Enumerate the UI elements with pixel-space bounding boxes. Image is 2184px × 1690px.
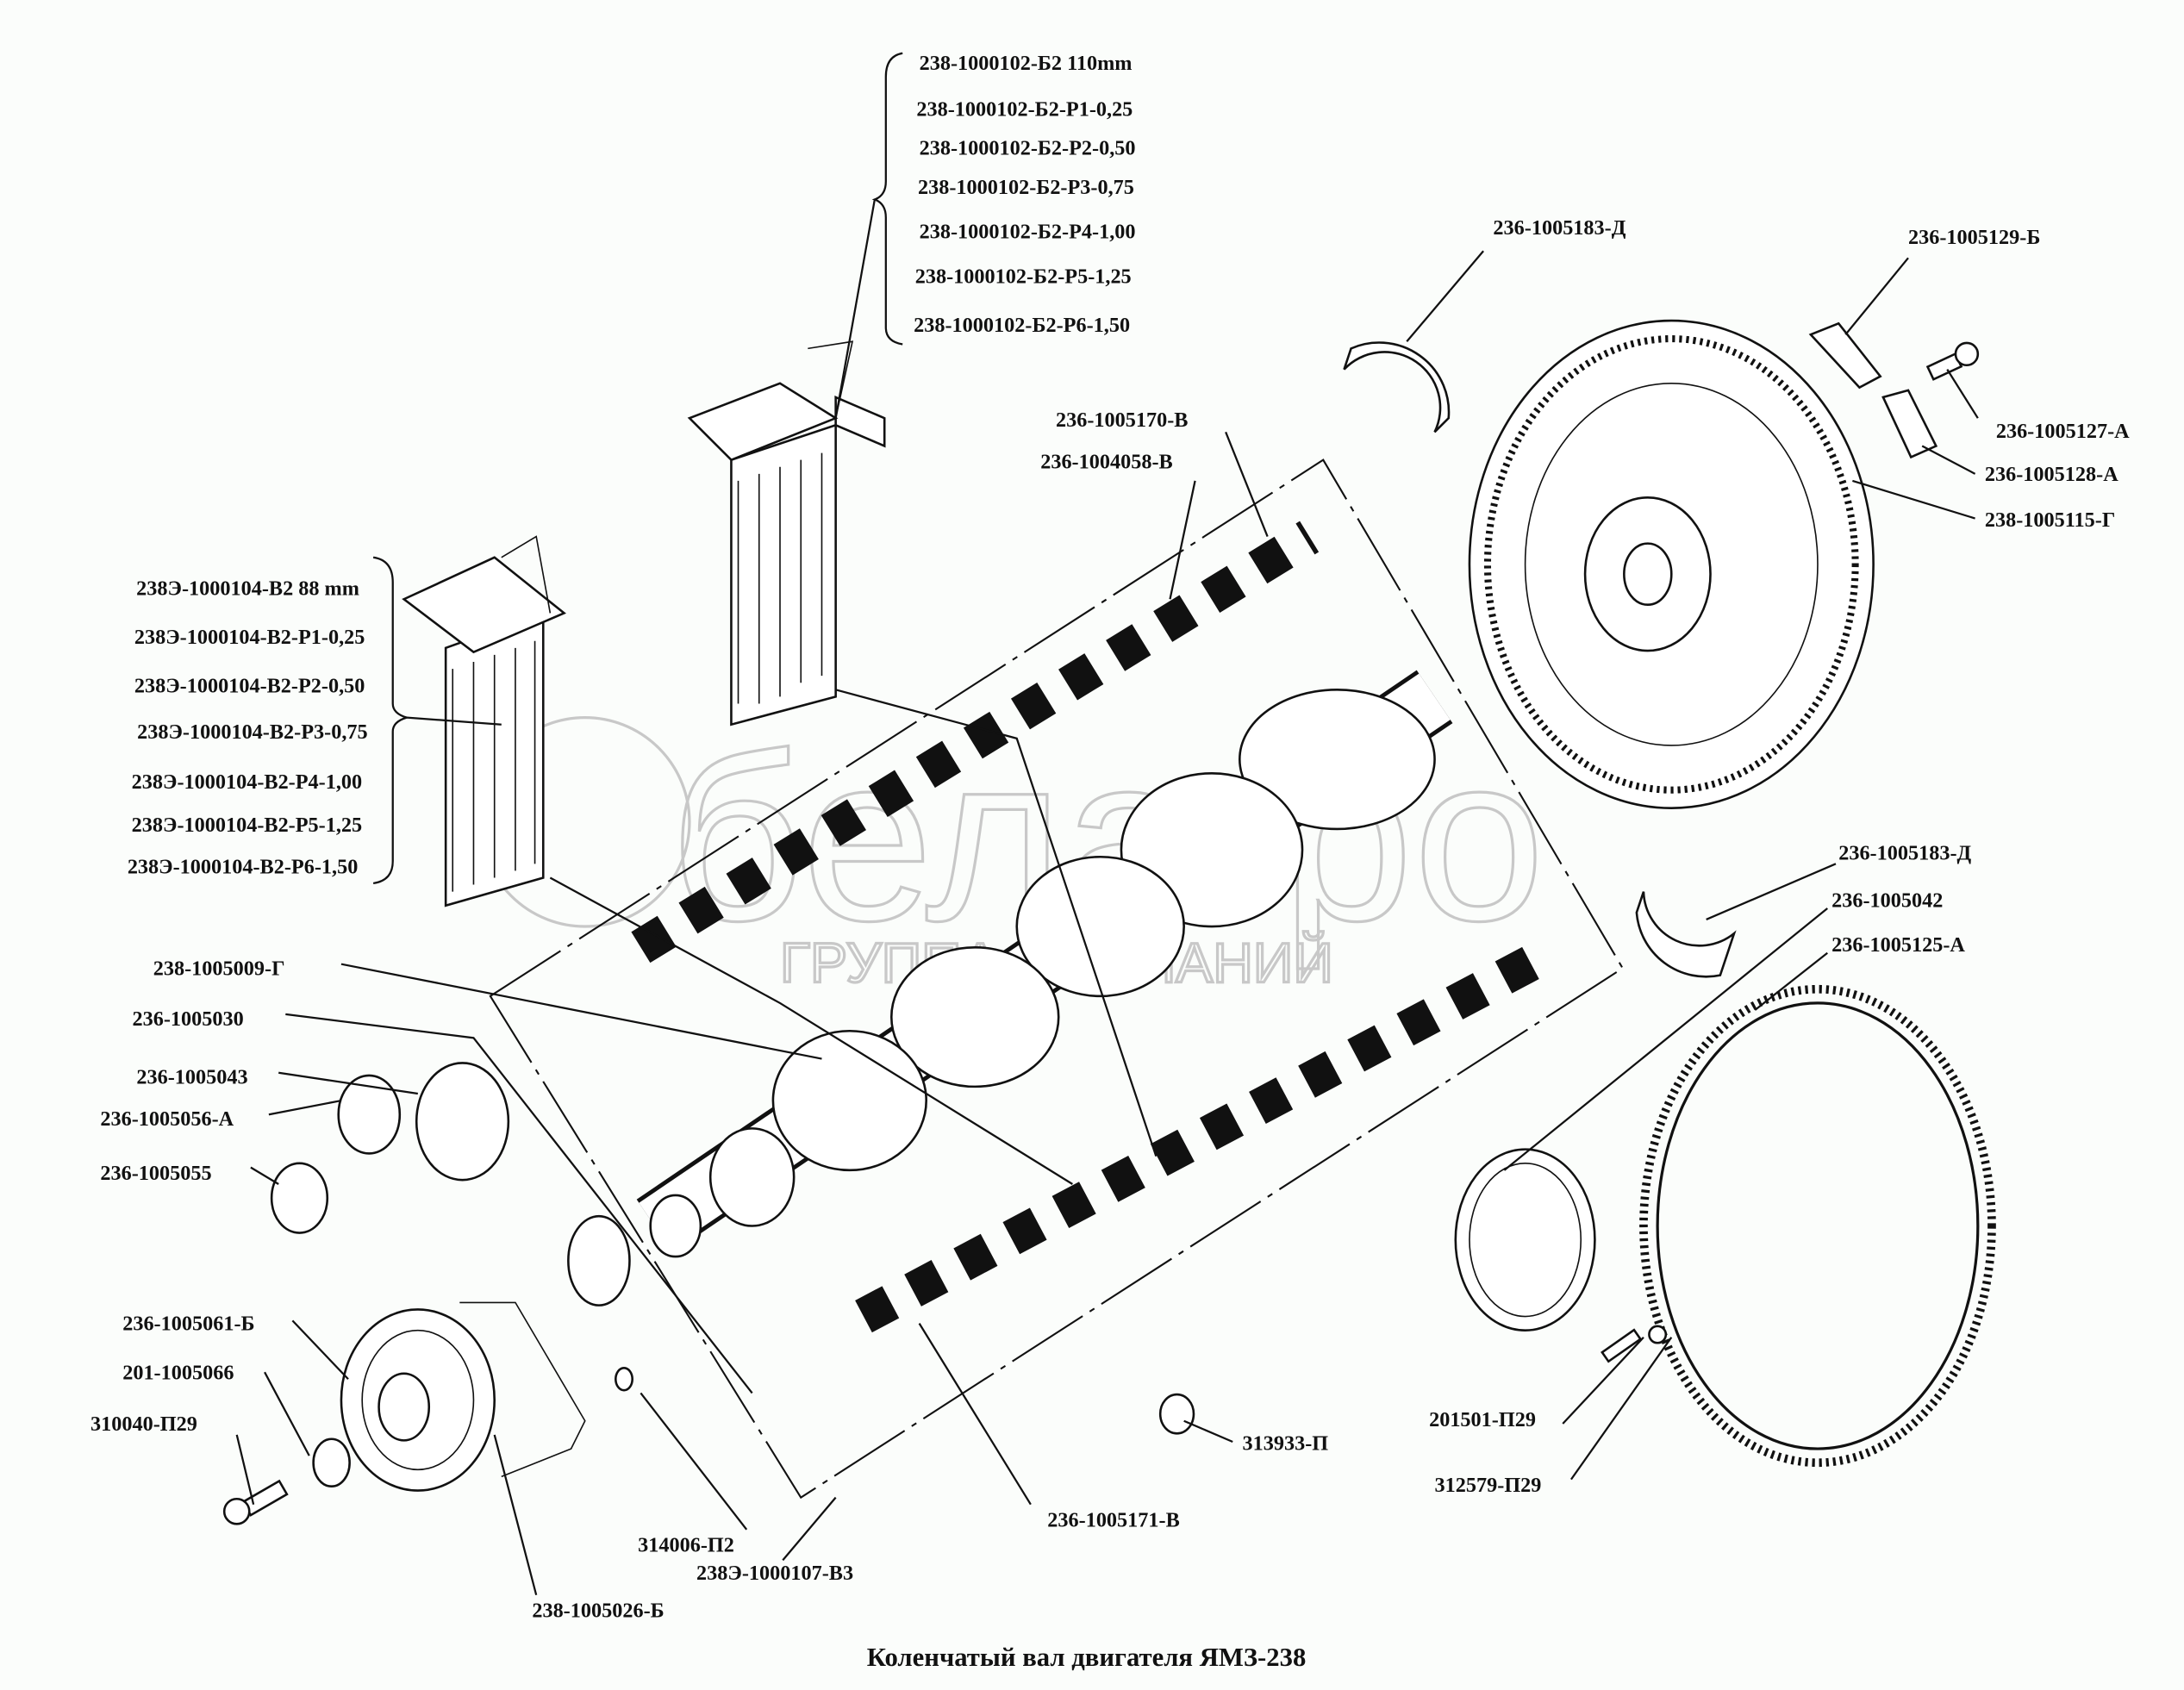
label-main-bearing-0: 238-1000102-Б2 110mm xyxy=(920,52,1133,75)
label-main-bearing-6: 238-1000102-Б2-Р6-1,50 xyxy=(914,314,1130,337)
label-313933-p: 313933-П xyxy=(1243,1432,1329,1456)
ring-gear xyxy=(1639,984,1996,1468)
flywheel xyxy=(1468,319,1875,809)
main-bearing-box xyxy=(687,340,886,727)
washer xyxy=(312,1437,351,1487)
label-236-1005125-a: 236-1005125-А xyxy=(1831,933,1965,957)
label-238-1005026-b: 238-1005026-Б xyxy=(532,1600,664,1623)
label-236-1005183-d-right: 236-1005183-Д xyxy=(1838,841,1971,864)
crank-gear xyxy=(567,1214,631,1306)
label-236-1005183-d-top: 236-1005183-Д xyxy=(1493,216,1626,240)
conrod-bearing-labels: 238Э-1000104-В2 88 mm 238Э-1000104-В2-Р1… xyxy=(128,577,368,878)
label-236-1004058-v: 236-1004058-В xyxy=(1040,450,1172,473)
diagram-title: Коленчатый вал двигателя ЯМЗ-238 xyxy=(867,1643,1307,1672)
label-314006-p2: 314006-П2 xyxy=(638,1534,734,1557)
label-312579-p29: 312579-П29 xyxy=(1435,1474,1542,1497)
label-236-1005043: 236-1005043 xyxy=(136,1066,247,1089)
label-main-bearing-1: 238-1000102-Б2-Р1-0,25 xyxy=(916,97,1133,121)
label-main-bearing-5: 238-1000102-Б2-Р5-1,25 xyxy=(915,265,1132,288)
key xyxy=(615,1367,633,1392)
nut-ring xyxy=(270,1162,329,1234)
crankshaft xyxy=(636,670,1453,1258)
leader-lines xyxy=(235,199,1979,1596)
label-236-1005129-b: 236-1005129-Б xyxy=(1908,226,2040,249)
label-236-1005042: 236-1005042 xyxy=(1831,889,1943,912)
label-conrod-bearing-3: 238Э-1000104-В2-Р3-0,75 xyxy=(137,720,368,744)
assembly-frame xyxy=(489,458,1625,1500)
label-236-1005128-a: 236-1005128-А xyxy=(1985,463,2118,486)
lock-plate xyxy=(1881,389,1938,459)
conrod-bearing-box xyxy=(402,535,566,907)
main-bearing-labels: 238-1000102-Б2 110mm 238-1000102-Б2-Р1-0… xyxy=(914,52,1135,337)
label-236-1005056-a: 236-1005056-А xyxy=(100,1107,234,1131)
oil-deflector xyxy=(415,1062,510,1182)
label-201-1005066: 201-1005066 xyxy=(122,1361,234,1384)
seal-ring xyxy=(1454,1148,1596,1331)
part-labels: 236-1005170-В 236-1004058-В 236-1005183-… xyxy=(90,216,2130,1623)
label-310040-p29: 310040-П29 xyxy=(90,1412,197,1436)
label-238-1005115-g: 238-1005115-Г xyxy=(1985,508,2115,532)
bolt-201501 xyxy=(1601,1325,1668,1363)
lock-plate-top xyxy=(1808,321,1882,390)
label-236-1005170-v: 236-1005170-В xyxy=(1056,408,1188,432)
label-conrod-bearing-0: 238Э-1000104-В2 88 mm xyxy=(136,577,359,600)
pulley-bolt xyxy=(222,1479,289,1525)
label-236-1005127-a: 236-1005127-А xyxy=(1996,420,2130,443)
label-main-bearing-4: 238-1000102-Б2-Р4-1,00 xyxy=(920,221,1136,244)
label-conrod-bearing-1: 238Э-1000104-В2-Р1-0,25 xyxy=(134,626,365,649)
thrust-half-ring-top xyxy=(1343,341,1451,433)
flywheel-bolt xyxy=(1925,341,1980,381)
main-bearing-bracket xyxy=(871,52,903,346)
label-236-1005061-b: 236-1005061-Б xyxy=(122,1313,254,1336)
label-conrod-bearing-4: 238Э-1000104-В2-Р4-1,00 xyxy=(132,770,363,794)
label-conrod-bearing-5: 238Э-1000104-В2-Р5-1,25 xyxy=(132,814,363,837)
lock-washer xyxy=(337,1074,402,1155)
lower-bearing-shells xyxy=(855,942,1548,1333)
label-conrod-bearing-2: 238Э-1000104-В2-Р2-0,50 xyxy=(134,675,365,698)
thrust-half-ring-right xyxy=(1635,891,1737,978)
label-238e-1000107-v3: 238Э-1000107-В3 xyxy=(696,1562,853,1585)
label-conrod-bearing-6: 238Э-1000104-В2-Р6-1,50 xyxy=(128,856,359,879)
nut-313933 xyxy=(1158,1393,1195,1435)
label-main-bearing-2: 238-1000102-Б2-Р2-0,50 xyxy=(920,137,1136,160)
label-236-1005171-v: 236-1005171-В xyxy=(1047,1509,1179,1532)
label-201501-p29: 201501-П29 xyxy=(1429,1408,1536,1431)
upper-bearing-shells xyxy=(631,521,1320,963)
label-main-bearing-3: 238-1000102-Б2-Р3-0,75 xyxy=(918,176,1134,199)
label-238-1005009-g: 238-1005009-Г xyxy=(153,957,285,981)
pulley xyxy=(340,1301,586,1492)
label-236-1005055: 236-1005055 xyxy=(100,1162,211,1185)
conrod-bearing-bracket xyxy=(372,556,410,885)
label-236-1005030: 236-1005030 xyxy=(133,1007,244,1031)
